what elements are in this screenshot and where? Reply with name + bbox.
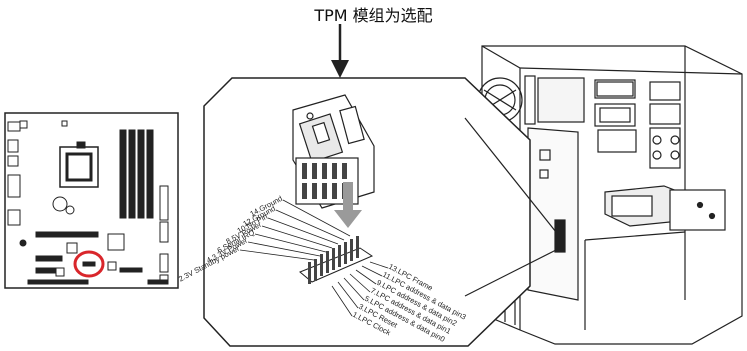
tpm-header-highlight (73, 250, 105, 278)
diagram-title: TPM 模组为选配 (314, 6, 433, 25)
tpm-header-pins (299, 236, 374, 284)
pin-leader-lines (239, 199, 389, 317)
insert-down-arrow-icon (334, 182, 362, 228)
motherboard (4, 112, 179, 289)
title-down-arrow-icon (331, 24, 349, 78)
zoom-callout (203, 77, 557, 347)
